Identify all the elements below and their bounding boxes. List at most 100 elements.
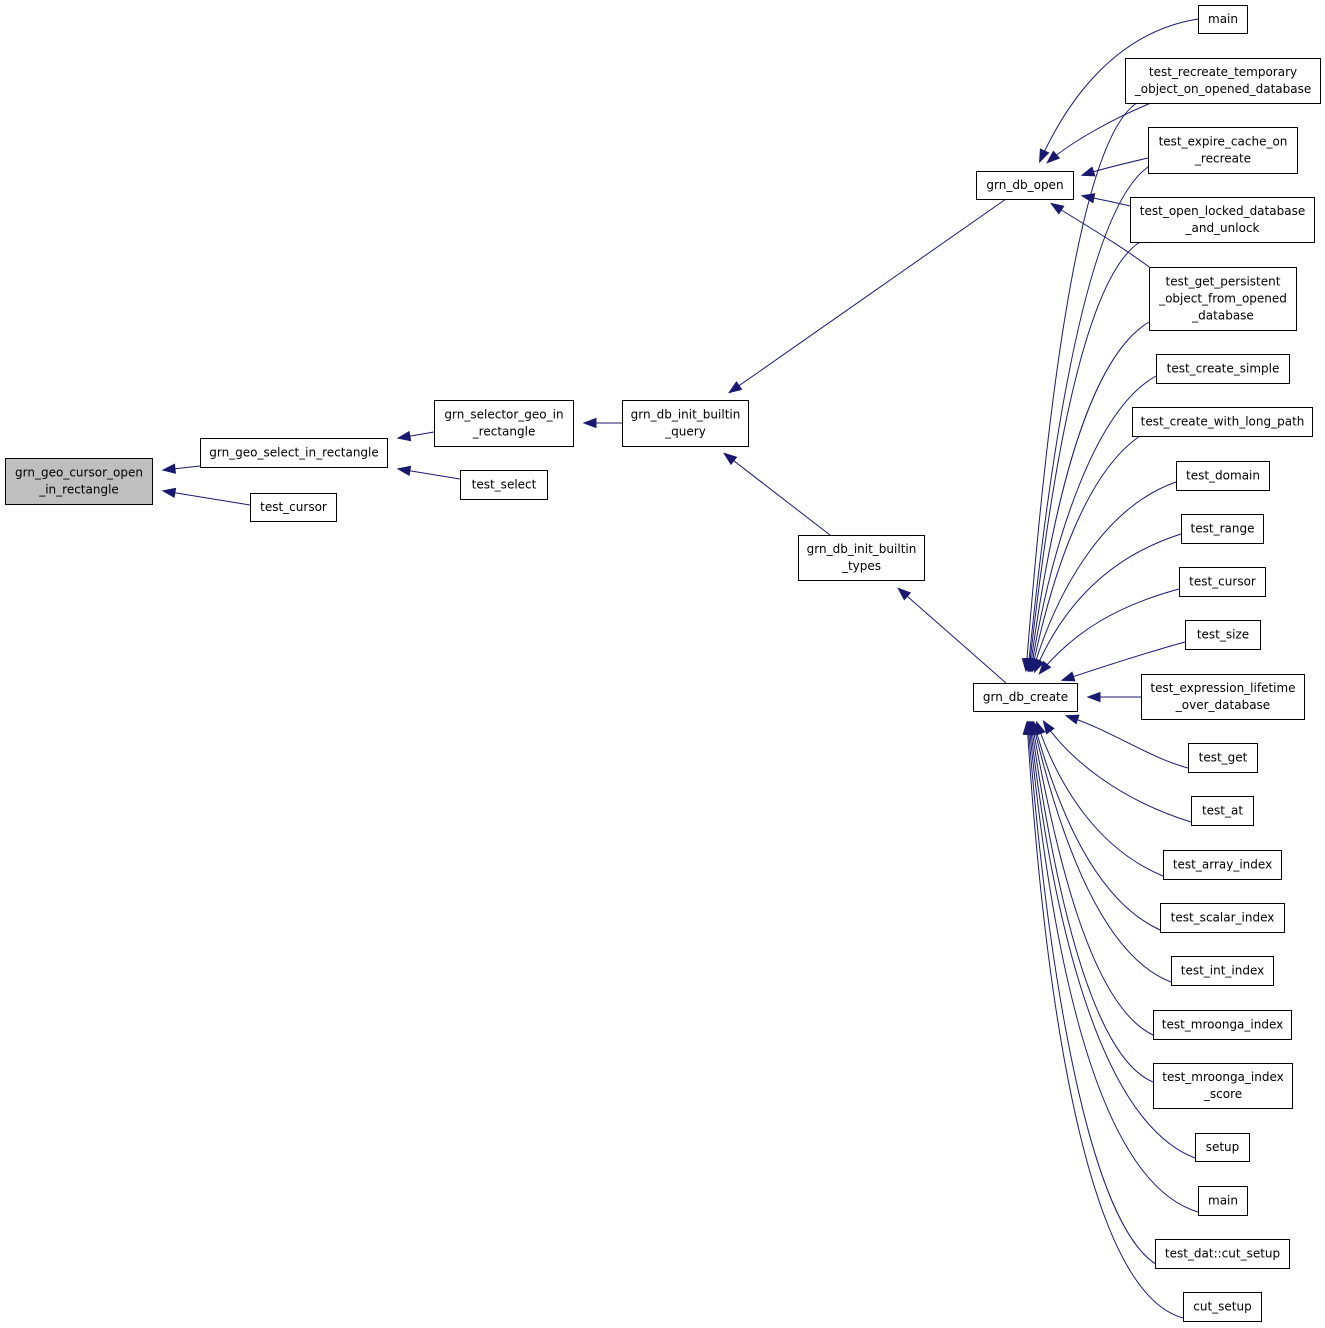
edge-line [1047,102,1152,163]
node-label: _in_rectangle [38,483,119,497]
node-box[interactable] [622,400,749,447]
arrow-head-icon [1049,202,1065,215]
node-label: test_select [472,478,537,492]
node-box[interactable] [1130,197,1315,243]
node-label: test_create_with_long_path [1141,415,1305,429]
node-box[interactable] [976,171,1074,200]
node-box[interactable] [5,458,153,505]
node-db_open[interactable]: grn_db_open [976,171,1074,200]
node-label: grn_geo_select_in_rectangle [209,446,379,460]
node-create_long[interactable]: test_create_with_long_path [1132,407,1313,437]
edge-line [898,588,1007,684]
node-box[interactable] [1191,796,1254,826]
node-box[interactable] [1198,1186,1248,1216]
arrow-head-icon [1060,671,1076,682]
node-box[interactable] [1153,1010,1292,1040]
node-int_index[interactable]: test_int_index [1171,956,1274,986]
edge-line [1030,722,1154,1083]
node-box[interactable] [1179,567,1266,597]
node-box[interactable] [1141,674,1305,720]
node-box[interactable] [1132,407,1313,437]
edge-expire_cache-to-db_create [1023,166,1149,673]
node-setup[interactable]: setup [1195,1133,1250,1162]
node-get[interactable]: test_get [1188,743,1258,773]
node-expr_lifetime[interactable]: test_expression_lifetime_over_database [1141,674,1305,720]
node-box[interactable] [1198,5,1248,34]
node-label: test_mroonga_index [1162,1018,1284,1032]
node-box[interactable] [1171,956,1274,986]
arrow-head-icon [161,487,177,499]
node-test_select[interactable]: test_select [460,470,548,500]
edge-test_cursor_a-to-root [161,487,251,506]
edge-line [1032,481,1177,671]
node-box[interactable] [1153,1063,1293,1109]
edge-size-to-db_create [1060,641,1186,682]
node-box[interactable] [1148,127,1298,174]
node-at[interactable]: test_at [1191,796,1254,826]
edge-cursor_b-to-db_create [1038,588,1180,675]
node-create_simple[interactable]: test_create_simple [1156,354,1290,384]
node-expire_cache[interactable]: test_expire_cache_on_recreate [1148,127,1298,174]
node-mroonga_score[interactable]: test_mroonga_index_score [1153,1063,1293,1109]
node-range[interactable]: test_range [1181,514,1264,544]
node-label: cut_setup [1193,1300,1251,1314]
node-mroonga_index[interactable]: test_mroonga_index [1153,1010,1292,1040]
edge-line [1027,166,1149,671]
node-cursor_b[interactable]: test_cursor [1179,567,1266,597]
node-box[interactable] [1183,1292,1262,1322]
node-box[interactable] [1163,850,1282,880]
node-box[interactable] [1188,743,1258,773]
node-box[interactable] [1185,620,1261,650]
node-box[interactable] [1155,1239,1290,1269]
edge-expr_lifetime-to-db_create [1086,691,1141,703]
node-size[interactable]: test_size [1185,620,1261,650]
node-box[interactable] [1125,58,1321,104]
node-box[interactable] [1181,514,1264,544]
node-box[interactable] [250,493,337,522]
node-test_cursor_a[interactable]: test_cursor [250,493,337,522]
node-array_index[interactable]: test_array_index [1163,850,1282,880]
node-box[interactable] [1149,267,1297,331]
node-label: main [1208,1194,1238,1208]
node-domain[interactable]: test_domain [1176,461,1270,491]
arrow-head-icon [1080,166,1096,177]
node-selector_geo[interactable]: grn_selector_geo_in_rectangle [434,400,574,447]
node-label: grn_db_init_builtin [631,408,741,422]
node-root[interactable]: grn_geo_cursor_open_in_rectangle [5,458,153,505]
node-cut_setup[interactable]: cut_setup [1183,1292,1262,1322]
node-box[interactable] [200,438,388,468]
node-scalar_index[interactable]: test_scalar_index [1160,903,1285,933]
node-select_in_rect[interactable]: grn_geo_select_in_rectangle [200,438,388,468]
node-label: grn_db_create [983,690,1068,704]
arrow-head-icon [1080,193,1096,204]
node-cut_setup_dat[interactable]: test_dat::cut_setup [1155,1239,1290,1269]
node-label: test_create_simple [1167,362,1280,376]
node-get_persistent[interactable]: test_get_persistent_object_from_opened_d… [1149,267,1297,331]
node-init_query[interactable]: grn_db_init_builtin_query [622,400,749,447]
node-box[interactable] [1176,461,1270,491]
arrow-head-icon [161,463,177,474]
node-label: test_open_locked_database [1140,204,1305,218]
node-box[interactable] [1160,903,1285,933]
node-box[interactable] [1195,1133,1250,1162]
edge-get-to-db_create [1064,714,1189,769]
node-main1[interactable]: main [1198,5,1248,34]
arrow-head-icon [582,417,597,429]
node-box[interactable] [460,470,548,500]
node-recreate_temp[interactable]: test_recreate_temporary_object_on_opened… [1125,58,1321,104]
edge-line [1036,722,1164,877]
node-box[interactable] [798,535,925,581]
node-db_create[interactable]: grn_db_create [973,683,1078,712]
edge-line [1062,641,1186,681]
node-main2[interactable]: main [1198,1186,1248,1216]
node-label: test_range [1191,522,1255,536]
node-box[interactable] [434,400,574,447]
node-box[interactable] [973,683,1078,712]
node-box[interactable] [1156,354,1290,384]
node-open_locked[interactable]: test_open_locked_database_and_unlock [1130,197,1315,243]
arrow-head-icon [728,381,743,394]
edges-layer [161,18,1199,1319]
edge-open_locked-to-db_open [1080,193,1131,207]
edge-db_create-to-init_types [897,587,1007,684]
node-init_types[interactable]: grn_db_init_builtin_types [798,535,925,581]
